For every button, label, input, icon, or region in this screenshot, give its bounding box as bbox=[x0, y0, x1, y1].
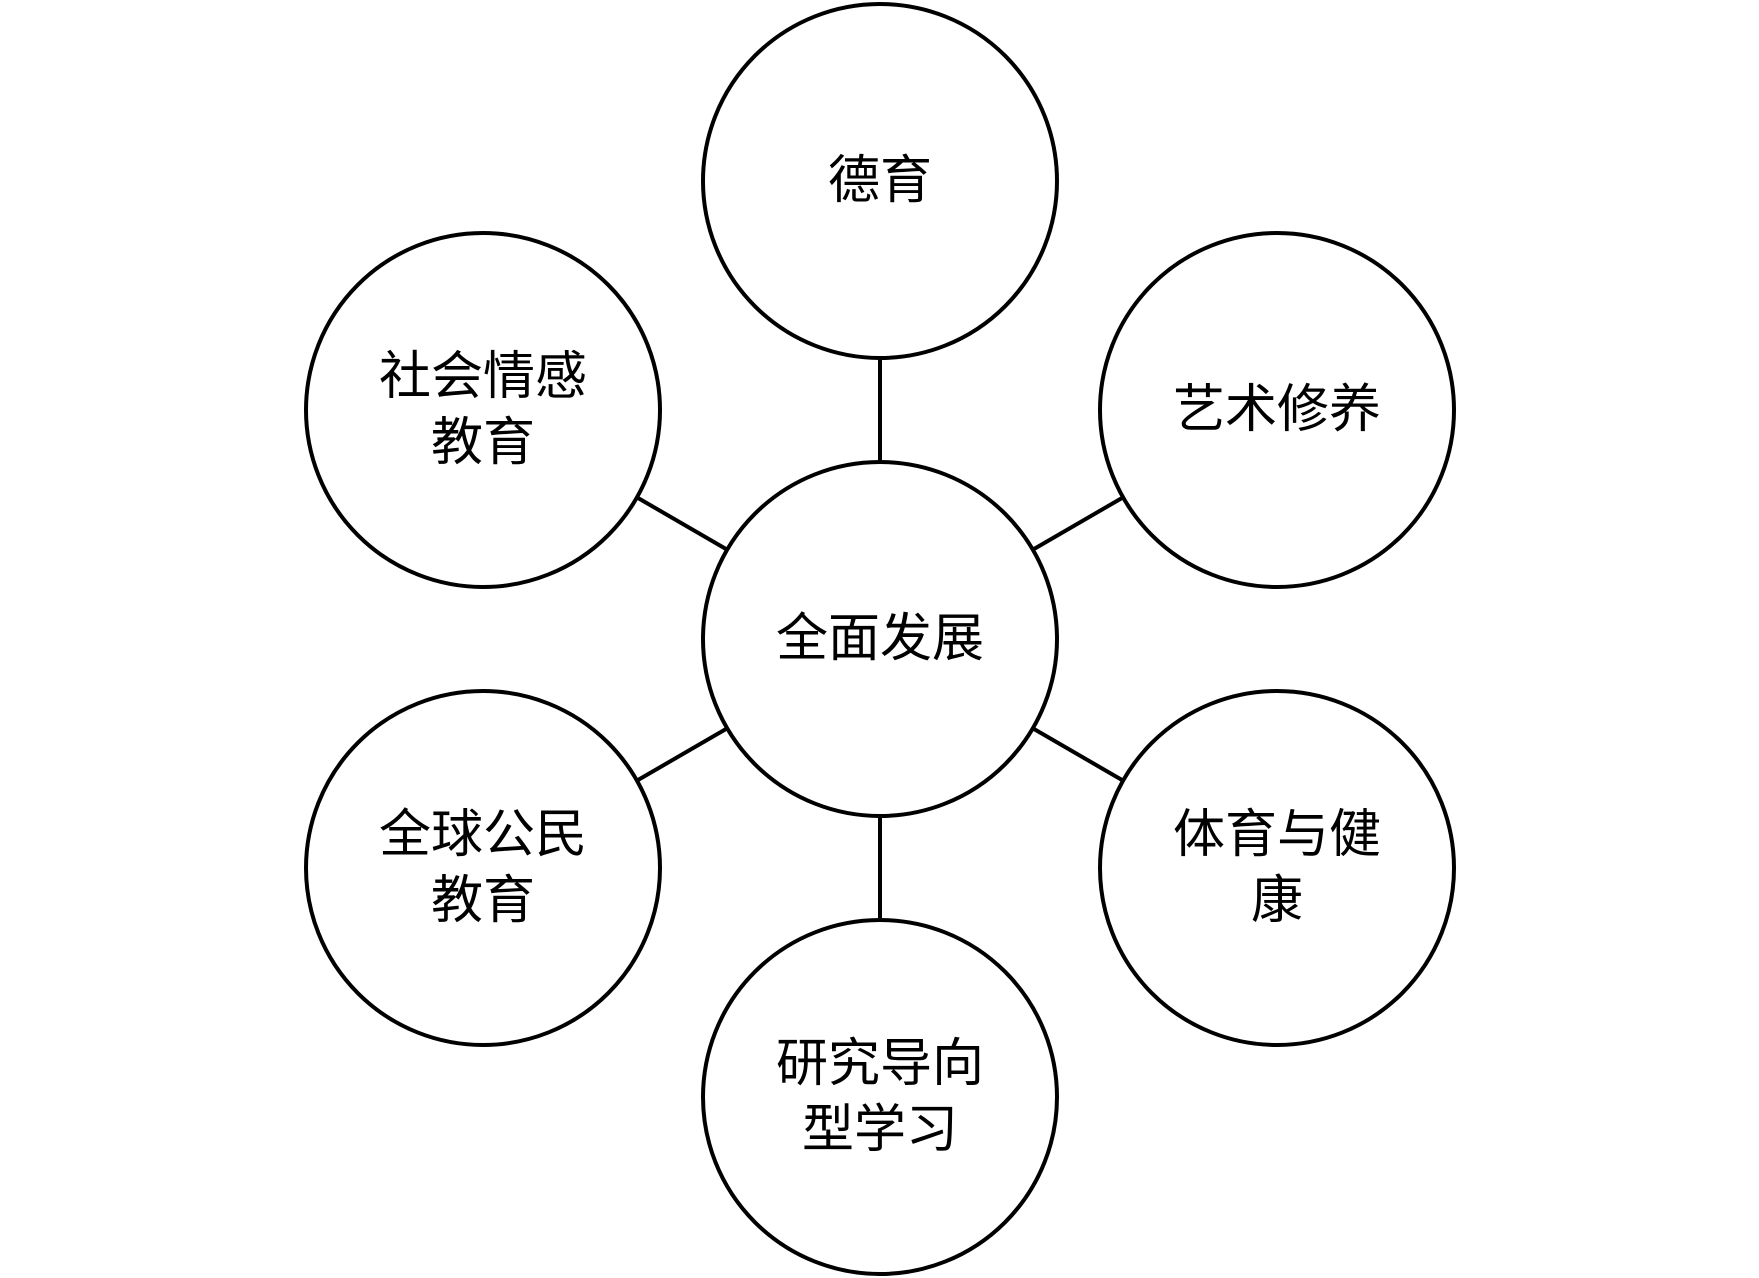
node-arts bbox=[1098, 231, 1456, 589]
node-moral bbox=[701, 2, 1059, 360]
node-social-emotional bbox=[304, 231, 662, 589]
node-arts-label: 艺术修养 bbox=[1172, 380, 1381, 440]
node-global-label: 全球公民 教育 bbox=[378, 805, 587, 931]
node-pe-health bbox=[1098, 689, 1456, 1047]
node-pe-health-label: 体育与健 康 bbox=[1172, 805, 1381, 931]
center-node bbox=[701, 460, 1059, 818]
node-research bbox=[701, 918, 1059, 1276]
connector-pe-health bbox=[1032, 727, 1124, 782]
node-moral-label: 德育 bbox=[827, 151, 932, 211]
node-research-label: 研究导向 型学习 bbox=[775, 1034, 984, 1160]
connector-global bbox=[636, 727, 728, 782]
connector-social-emotional bbox=[636, 496, 728, 551]
connector-arts bbox=[1032, 496, 1124, 551]
node-social-emotional-label: 社会情感 教育 bbox=[378, 347, 587, 473]
center-node-label: 全面发展 bbox=[775, 609, 984, 669]
node-global bbox=[304, 689, 662, 1047]
